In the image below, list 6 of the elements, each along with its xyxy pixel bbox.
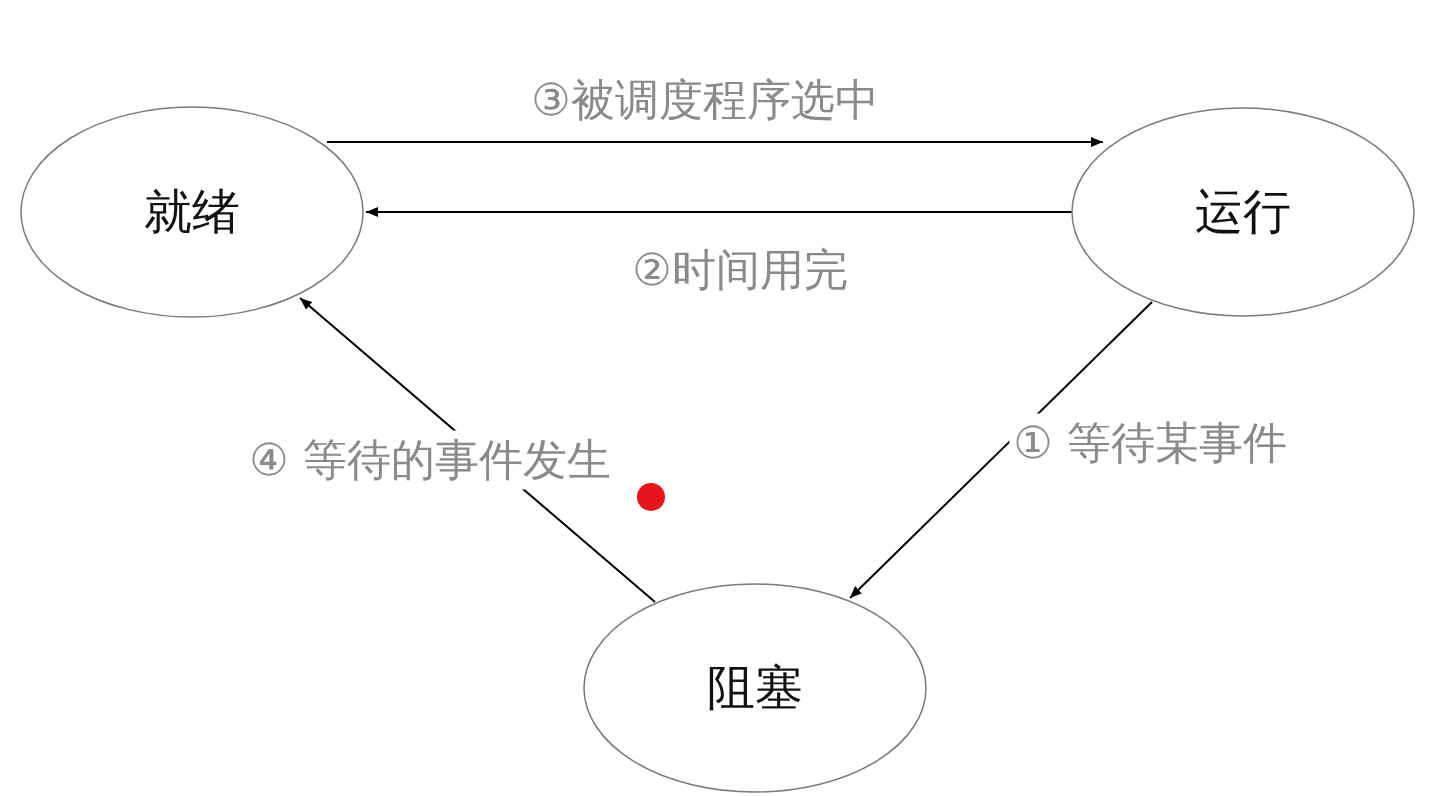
arrow (365, 207, 1073, 217)
arrow (849, 301, 1153, 599)
state-label: 运行 (1195, 182, 1291, 241)
state-label: 就绪 (144, 182, 240, 241)
arrow (326, 137, 1104, 147)
state-label: 阻塞 (707, 658, 803, 717)
